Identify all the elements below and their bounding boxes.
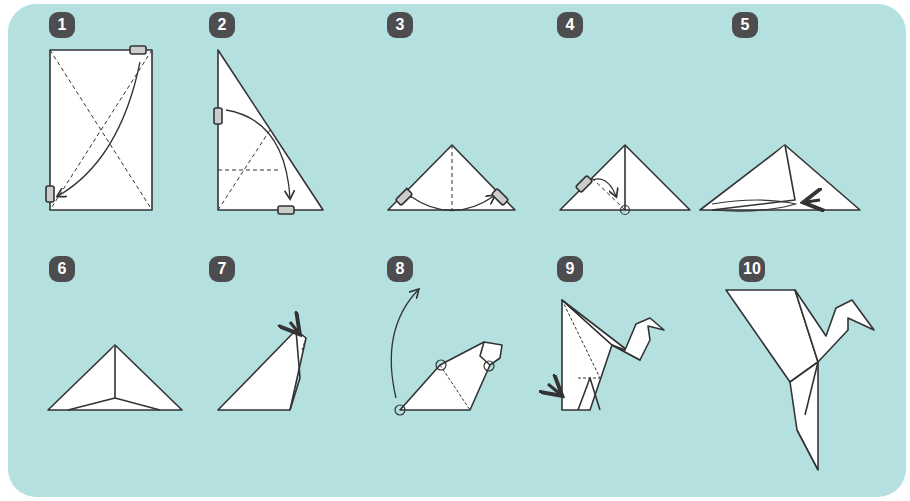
step-number: 8	[396, 260, 405, 277]
step-number: 6	[58, 260, 67, 277]
step-number: 2	[218, 16, 227, 33]
step-badge: 5	[732, 12, 758, 38]
step-number: 9	[566, 260, 575, 277]
step-badge: 1	[49, 12, 75, 38]
step-number: 5	[741, 16, 750, 33]
step-number: 3	[396, 16, 405, 33]
step-badge: 4	[557, 12, 583, 38]
step-badge: 9	[557, 256, 583, 282]
step-number: 4	[566, 16, 575, 33]
step-badge: 7	[209, 256, 235, 282]
step-badge: 8	[387, 256, 413, 282]
step-number: 7	[218, 260, 227, 277]
step-badge: 6	[49, 256, 75, 282]
step-number: 1	[58, 16, 67, 33]
step-number: 10	[743, 260, 761, 277]
step-badge: 10	[739, 256, 765, 282]
step-badge: 3	[387, 12, 413, 38]
step-badge: 2	[209, 12, 235, 38]
